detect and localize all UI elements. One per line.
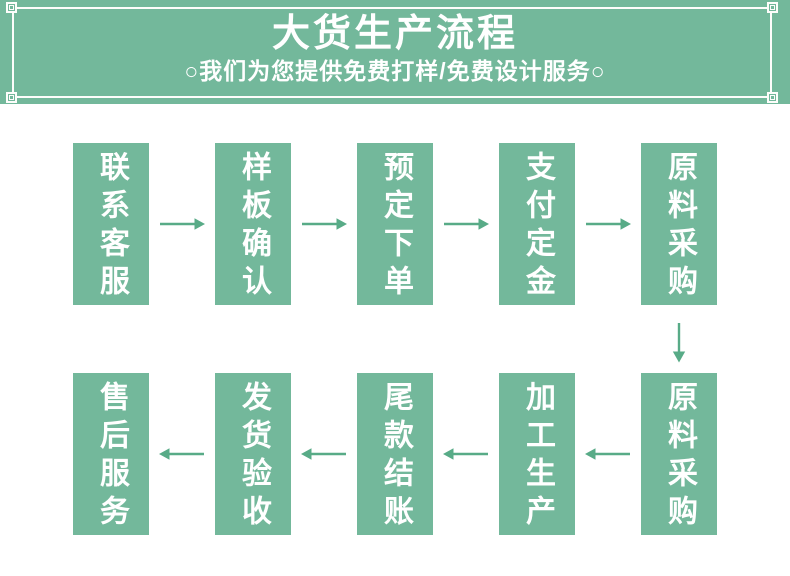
flow-step-label: 加工生产 — [521, 381, 554, 533]
corner-ornament-icon — [767, 92, 778, 103]
arrow-left-icon — [443, 448, 488, 460]
arrow-right-icon — [302, 218, 347, 230]
arrow-down-icon — [672, 323, 686, 363]
flow-step-label: 发货验收 — [237, 381, 270, 533]
header-banner: 大货生产流程 ○我们为您提供免费打样/免费设计服务○ — [0, 0, 790, 104]
flow-step-label: 样板确认 — [237, 151, 270, 303]
arrow-left-icon — [585, 448, 630, 460]
flow-step-after-sales: 售后服务 — [73, 373, 149, 535]
page-subtitle: ○我们为您提供免费打样/免费设计服务○ — [184, 58, 606, 84]
flow-step-material-purchase-bottom: 原料采购 — [641, 373, 717, 535]
page-title: 大货生产流程 — [271, 13, 518, 55]
flow-step-label: 尾款结账 — [379, 381, 412, 533]
flow-step-label: 支付定金 — [521, 151, 554, 303]
flow-step-label: 原料采购 — [663, 151, 696, 303]
arrow-right-icon — [160, 218, 205, 230]
flow-step-processing: 加工生产 — [499, 373, 575, 535]
flow-step-ship-inspect: 发货验收 — [215, 373, 291, 535]
flow-step-label: 预定下单 — [379, 151, 412, 303]
flow-step-label: 原料采购 — [663, 381, 696, 533]
corner-ornament-icon — [6, 92, 17, 103]
flow-step-label: 售后服务 — [95, 381, 128, 533]
arrow-right-icon — [444, 218, 489, 230]
arrow-left-icon — [159, 448, 204, 460]
corner-ornament-icon — [767, 2, 778, 13]
flow-step-place-order: 预定下单 — [357, 143, 433, 305]
flow-step-material-purchase-top: 原料采购 — [641, 143, 717, 305]
flow-step-final-payment: 尾款结账 — [357, 373, 433, 535]
flow-step-sample-confirm: 样板确认 — [215, 143, 291, 305]
arrow-left-icon — [301, 448, 346, 460]
flowchart: 联系客服 样板确认 预定下单 支付定金 — [0, 104, 790, 535]
flow-step-label: 联系客服 — [95, 151, 128, 303]
flow-step-contact-service: 联系客服 — [73, 143, 149, 305]
flow-row-top: 联系客服 样板确认 预定下单 支付定金 — [73, 143, 717, 305]
flow-step-pay-deposit: 支付定金 — [499, 143, 575, 305]
flow-row-bottom: 售后服务 发货验收 尾款结账 加工生产 — [73, 373, 717, 535]
corner-ornament-icon — [6, 2, 17, 13]
arrow-right-icon — [586, 218, 631, 230]
